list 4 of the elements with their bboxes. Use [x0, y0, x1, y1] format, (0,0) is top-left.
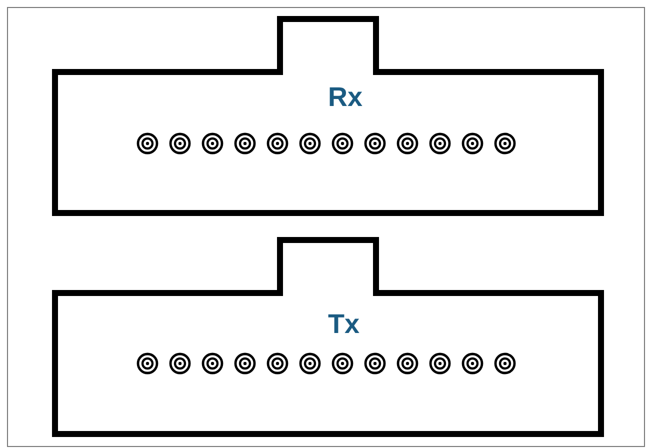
- connector-label: Rx: [328, 82, 363, 112]
- connector-outline: [52, 16, 604, 216]
- connector-outline: [52, 237, 604, 437]
- connector-label: Tx: [328, 309, 360, 339]
